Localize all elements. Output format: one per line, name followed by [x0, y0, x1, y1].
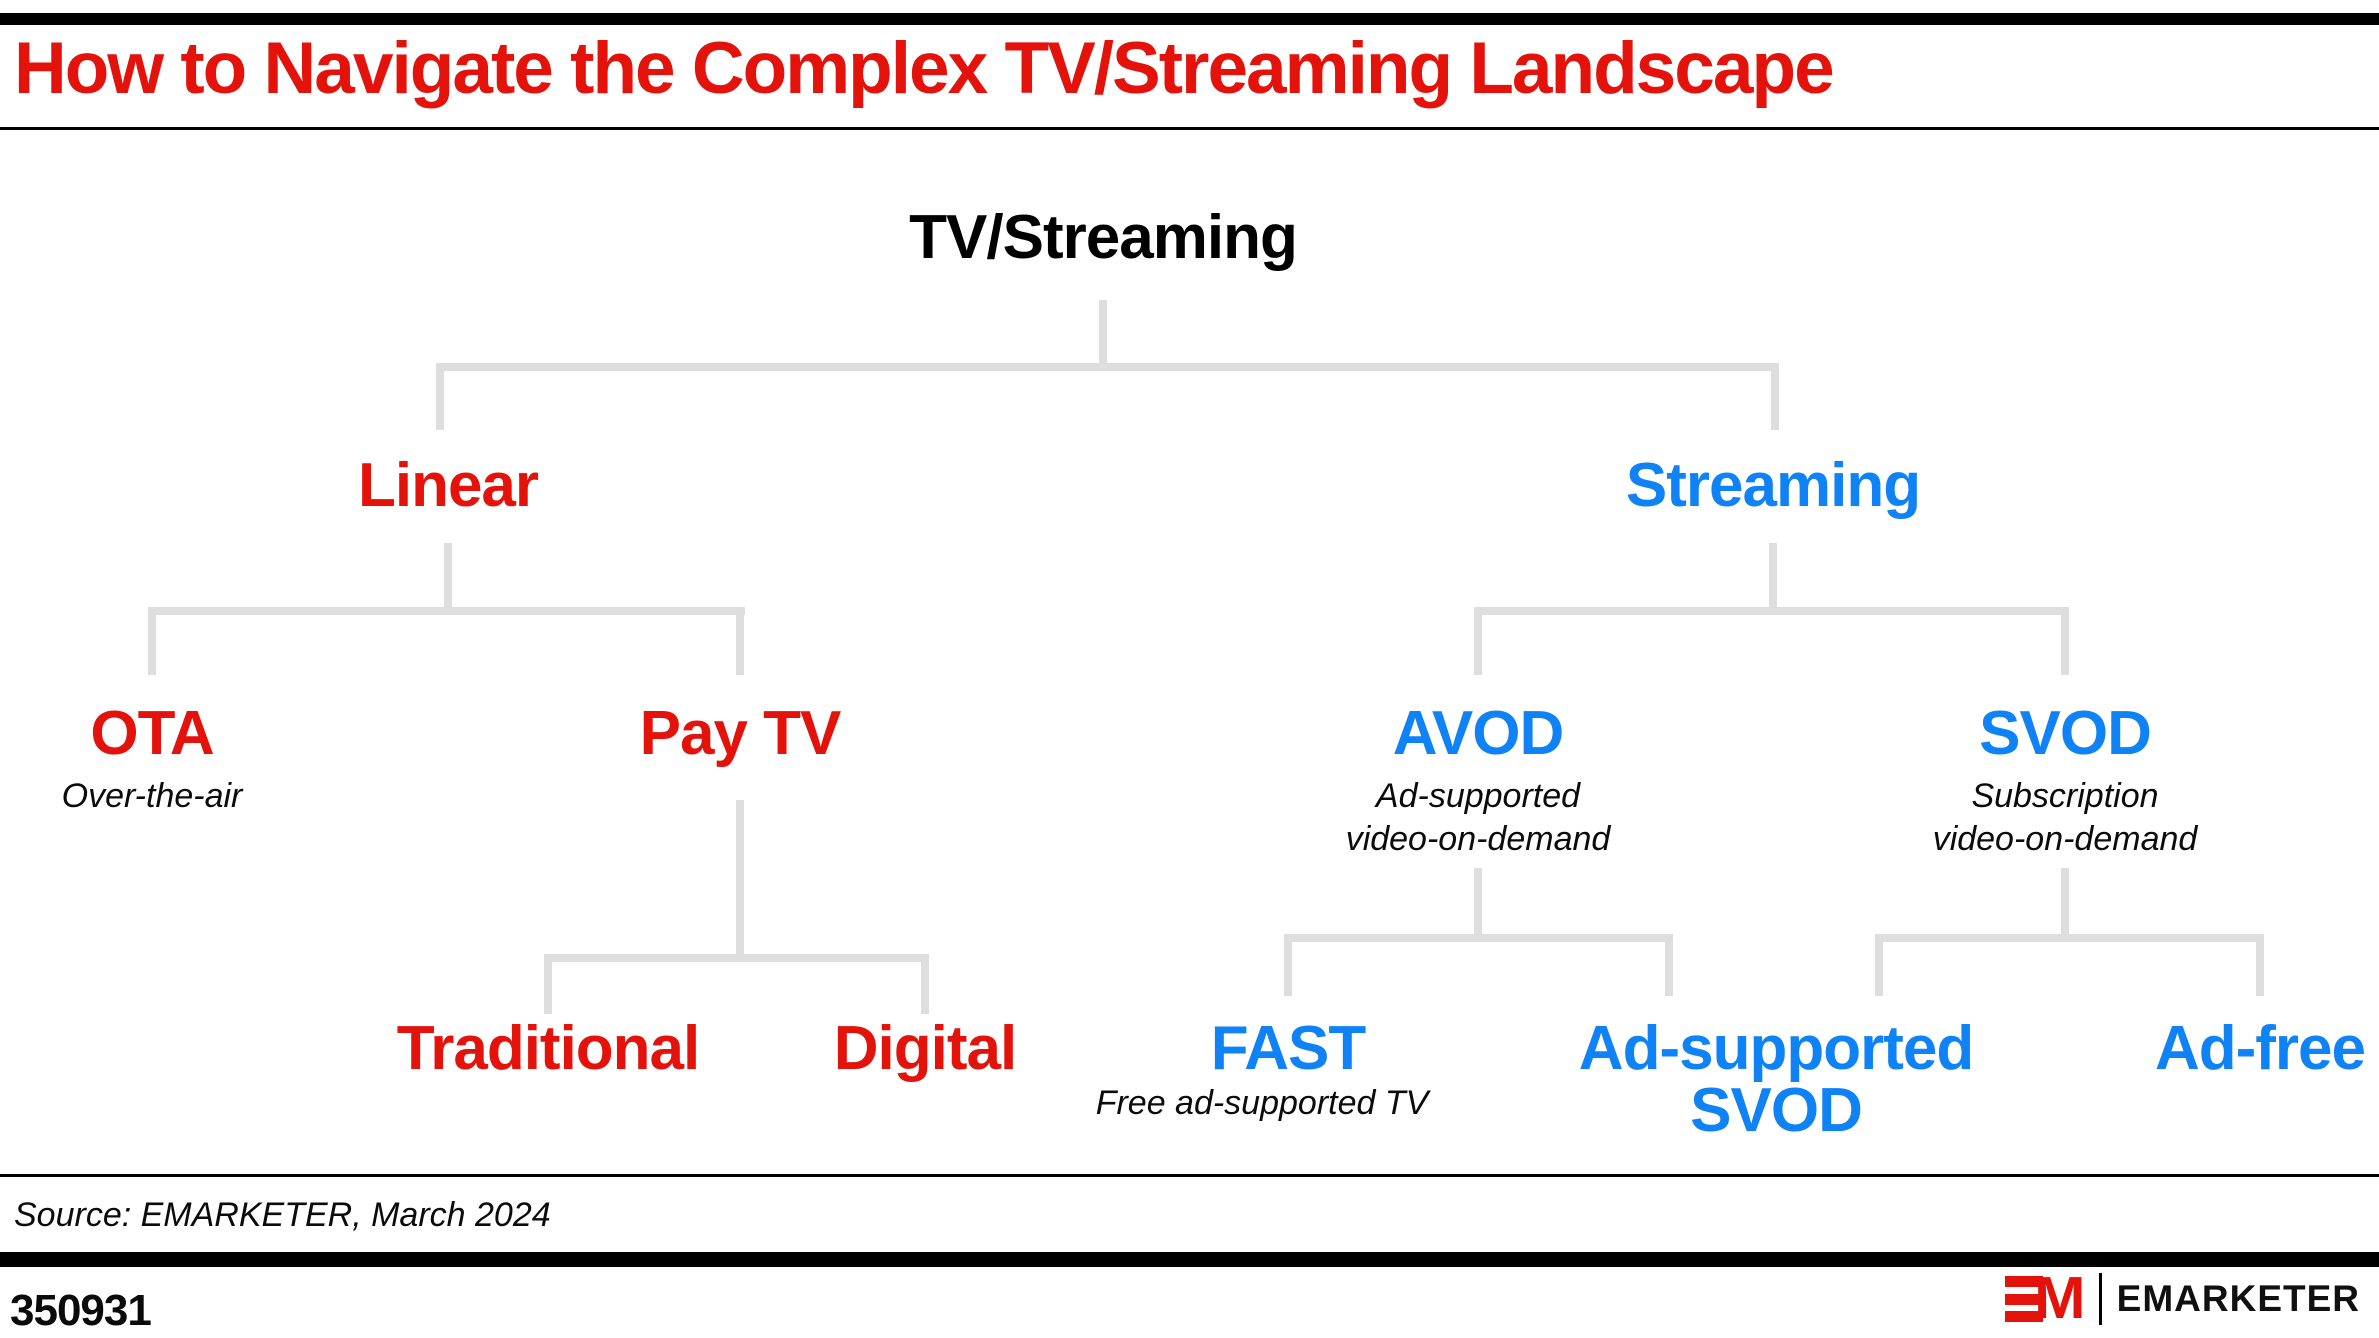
node-svod: SVOD — [1979, 699, 2152, 768]
node-ad-supported-svod: Ad-supported SVOD — [1578, 1014, 1974, 1145]
node-ad-supported-svod-line1: Ad-supported — [1578, 1014, 1974, 1083]
connector-avod-horizontal — [1284, 934, 1673, 942]
monogram-e-bar — [2005, 1276, 2043, 1287]
monogram-e-bars-icon — [2005, 1276, 2043, 1322]
connector-svod-drop-adfree — [2256, 942, 2264, 996]
monogram-e-bar — [2005, 1311, 2043, 1322]
logo-divider — [2098, 1273, 2102, 1325]
subtitle-svod: Subscription video-on-demand — [1933, 775, 2198, 861]
source-text: Source: EMARKETER, March 2024 — [14, 1196, 551, 1234]
connector-paytv-stub — [736, 800, 744, 954]
subtitle-avod-line1: Ad-supported — [1375, 777, 1581, 815]
subtitle-avod: Ad-supported video-on-demand — [1346, 775, 1611, 861]
node-ad-supported-svod-line2: SVOD — [1690, 1076, 1863, 1145]
connector-avod-stub — [1474, 868, 1482, 934]
monogram-m-letter: M — [2034, 1265, 2086, 1332]
emarketer-logo: M EMARKETER — [2005, 1265, 2360, 1332]
connector-linear-stub — [444, 543, 452, 607]
node-traditional: Traditional — [396, 1014, 700, 1083]
source-divider-line — [0, 1174, 2379, 1177]
connector-paytv-horizontal — [544, 954, 929, 962]
connector-root-drop-linear — [436, 371, 444, 430]
footer-black-bar — [0, 1252, 2379, 1267]
node-linear: Linear — [357, 451, 539, 520]
node-digital: Digital — [833, 1014, 1017, 1083]
node-avod: AVOD — [1392, 699, 1565, 768]
node-fast: FAST — [1210, 1014, 1366, 1083]
connector-svod-drop-adsupported-svod — [1875, 942, 1883, 996]
emarketer-monogram-icon: M — [2005, 1265, 2086, 1332]
logo-wordmark: EMARKETER — [2116, 1278, 2360, 1319]
connector-root-drop-streaming — [1771, 371, 1779, 430]
subtitle-fast: Free ad-supported TV — [1095, 1084, 1429, 1122]
connector-avod-drop-adsupported-svod — [1665, 942, 1673, 996]
subtitle-svod-line2: video-on-demand — [1932, 820, 2198, 858]
subtitle-ota: Over-the-air — [61, 777, 243, 815]
subtitle-svod-line1: Subscription — [1971, 777, 2159, 815]
connector-linear-horizontal — [148, 607, 745, 615]
top-black-bar — [0, 13, 2379, 25]
node-pay-tv: Pay TV — [639, 699, 842, 768]
connector-svod-stub — [2061, 868, 2069, 934]
node-tv-streaming: TV/Streaming — [909, 203, 1298, 272]
connector-linear-drop-paytv — [736, 615, 744, 675]
connector-paytv-drop-traditional — [544, 962, 552, 1014]
title-divider-line — [0, 127, 2379, 130]
page-title: How to Navigate the Complex TV/Streaming… — [14, 28, 1835, 109]
connector-root-stub — [1099, 300, 1107, 363]
connector-root-horizontal — [436, 363, 1779, 371]
subtitle-avod-line2: video-on-demand — [1345, 820, 1611, 858]
connector-streaming-drop-avod — [1474, 615, 1482, 675]
monogram-e-bar — [2005, 1293, 2043, 1305]
connector-paytv-drop-digital — [921, 962, 929, 1014]
node-ad-free: Ad-free — [2154, 1014, 2366, 1083]
node-ota: OTA — [90, 699, 214, 768]
connector-streaming-horizontal — [1474, 607, 2069, 615]
node-streaming: Streaming — [1625, 451, 1921, 520]
connector-avod-drop-fast — [1284, 942, 1292, 996]
connector-svod-horizontal — [1875, 934, 2264, 942]
connector-linear-drop-ota — [148, 615, 156, 675]
chart-id: 350931 — [10, 1286, 152, 1335]
connector-streaming-drop-svod — [2061, 615, 2069, 675]
connector-streaming-stub — [1769, 543, 1777, 607]
